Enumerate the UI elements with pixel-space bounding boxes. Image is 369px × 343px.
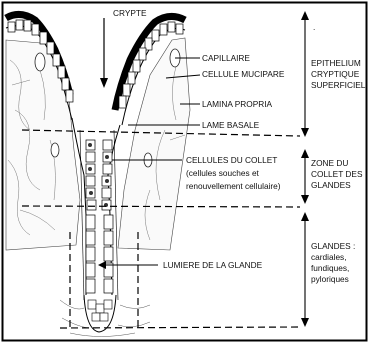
zone-glandes-line-1: GLANDES :	[311, 241, 355, 252]
zone-glandes-line-4: pyloriques	[311, 274, 349, 285]
capillary-left-1	[35, 53, 45, 71]
label-collet-detail-2: renouvellement cellulaire)	[185, 181, 282, 192]
label-lumiere: LUMIERE DE LA GLANDE	[162, 260, 263, 271]
label-lame-basale: LAME BASALE	[202, 120, 259, 131]
capillary-left-2	[51, 143, 59, 157]
zone-collet-line-1: ZONE DU	[311, 158, 348, 169]
label-crypte: CRYPTE	[112, 8, 148, 19]
label-collet-detail-1: (cellules souches et	[185, 168, 260, 179]
zone-collet-line-2: COLLET DES	[311, 169, 363, 180]
zone-epithelium-line-3: SUPERFICIEL	[311, 80, 365, 91]
label-capillaire: CAPILLAIRE	[202, 53, 250, 64]
zone-dot: .	[313, 22, 315, 33]
zone-epithelium-line-1: EPITHELIUM	[311, 58, 361, 69]
zone-glandes-line-2: cardiales,	[311, 252, 347, 263]
zone-glandes-line-3: fundiques,	[311, 263, 349, 274]
gland-cells	[86, 215, 113, 293]
lamina-propria-left	[6, 40, 80, 250]
label-cellules-du-collet: CELLULES DU COLLET	[185, 155, 278, 166]
label-cellule-mucipare: CELLULE MUCIPARE	[202, 69, 284, 80]
lumiere-arrowhead	[98, 261, 106, 269]
zone-collet-line-3: GLANDES	[311, 180, 351, 191]
zone-epithelium-line-2: CRYPTIQUE	[311, 69, 359, 80]
crypte-arrowhead	[100, 78, 108, 88]
label-lamina-propria: LAMINA PROPRIA	[202, 99, 272, 110]
